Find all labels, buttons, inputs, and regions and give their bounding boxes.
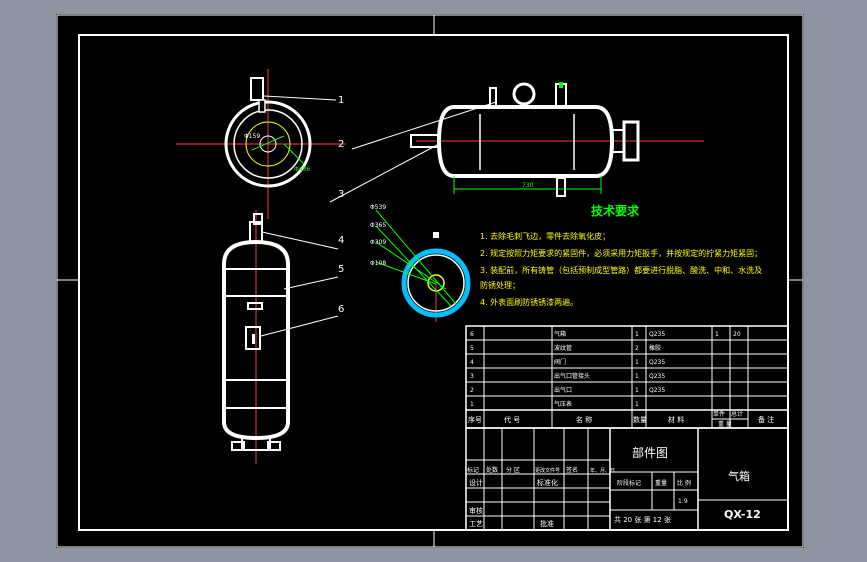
outer-frame — [56, 14, 804, 548]
bom-mat: 橡胶 — [649, 344, 661, 352]
dim-section-2: Φ309 — [370, 239, 386, 246]
dim-section-1: Φ365 — [370, 222, 386, 229]
bom-header-weight: 重 量 — [718, 420, 732, 428]
bom-no: 5 — [470, 345, 474, 352]
rev-zone: 分 区 — [506, 466, 520, 474]
bom-header-note: 备 注 — [758, 415, 774, 424]
standard-label: 标准化 — [537, 478, 558, 487]
dim-section-3: Φ108 — [370, 260, 386, 267]
tech-line-3: 3. 装配前，所有铸管（包括预制成型管路）都要进行脱脂、酸洗、中和、水洗及 — [480, 265, 762, 275]
rev-date: 年、月、日 — [590, 467, 615, 474]
bom-table — [465, 325, 789, 429]
tech-line-2: 2. 规定按照力矩要求的紧固件，必须采用力矩扳手，并按规定的拧紧力矩紧固； — [480, 248, 762, 258]
callout-1: 1 — [338, 95, 344, 106]
bom-w1: 1 — [715, 331, 719, 338]
bom-header-mat: 材 料 — [668, 415, 684, 424]
bom-name: 阀门 — [554, 358, 566, 366]
callout-5: 5 — [338, 264, 344, 275]
center-marks — [57, 15, 803, 547]
title-block-text: 部件图 气箱 QX-12 标记 处数 分 区 更改文件号 签名 年、月、日 设计… — [467, 445, 761, 528]
callout-3: 3 — [338, 189, 344, 200]
review-label: 审核 — [469, 506, 483, 515]
bom-header-name: 名 称 — [576, 415, 592, 424]
bom-qty: 1 — [635, 359, 639, 366]
drawing-number: QX-12 — [724, 508, 761, 521]
bom-name: 波纹管 — [554, 344, 572, 352]
bom-qty: 1 — [635, 387, 639, 394]
bom-name: 出气口 — [554, 386, 572, 394]
rev-count: 处数 — [486, 466, 498, 474]
bom-mat: Q235 — [649, 373, 665, 380]
bom-no: 1 — [470, 401, 474, 408]
dim-top-outer: Φ486 — [294, 166, 310, 173]
sheet-count: 共 20 张 第 12 张 — [614, 515, 671, 524]
callout-6: 6 — [338, 304, 344, 315]
bom-no: 6 — [470, 331, 474, 338]
bom-qty: 1 — [635, 373, 639, 380]
side-view — [410, 82, 704, 197]
front-view — [222, 210, 290, 464]
bom-header-qty: 数量 — [633, 415, 647, 424]
bom-mat: Q235 — [649, 359, 665, 366]
inner-frame — [78, 34, 789, 531]
bom-qty: 1 — [635, 331, 639, 338]
bom-header-total: 总计 — [731, 410, 743, 418]
bom-header-code: 代 号 — [504, 415, 520, 424]
bom-header-unit: 单件 — [713, 410, 725, 418]
weight-label: 重量 — [655, 479, 667, 487]
top-view — [176, 69, 346, 219]
bom-mat: Q235 — [649, 387, 665, 394]
bom-header-no: 序号 — [468, 415, 482, 424]
design-label: 设计 — [469, 478, 483, 487]
stage-label: 阶段标记 — [617, 479, 641, 487]
tech-title: 技术要求 — [591, 203, 640, 218]
bom-no: 2 — [470, 387, 474, 394]
bom-qty: 2 — [635, 345, 639, 352]
engineering-drawing: 1 2 3 4 5 6 Φ159 Φ486 730 Φ539 Φ365 Φ309… — [56, 14, 804, 548]
approve-label: 批准 — [540, 519, 554, 528]
rev-file: 更改文件号 — [535, 467, 560, 474]
bom-no: 3 — [470, 373, 474, 380]
bom-mat: Q235 — [649, 331, 665, 338]
part-label: 部件图 — [632, 445, 668, 460]
process-label: 工艺 — [469, 520, 483, 528]
tech-line-1: 1. 去除毛刺飞边，零件去除氧化皮； — [480, 231, 610, 241]
bom-no: 4 — [470, 359, 474, 366]
drawing-name: 气箱 — [728, 469, 750, 483]
bom-rows: 6 气箱 1 Q235 1 20 5 波纹管 2 橡胶 4 阀门 1 Q235 … — [470, 330, 741, 408]
bom-name: 气压表 — [554, 400, 572, 408]
rev-mark: 标记 — [467, 466, 479, 474]
dim-top-small: Φ159 — [244, 133, 260, 140]
rev-sign: 签名 — [566, 466, 578, 474]
dim-side-length: 730 — [522, 182, 534, 189]
bom-header: 序号 代 号 名 称 数量 材 料 单件 总计 重 量 备 注 — [468, 410, 774, 428]
callout-2: 2 — [338, 139, 344, 150]
dim-section-0: Φ539 — [370, 204, 386, 211]
callout-4: 4 — [338, 235, 344, 246]
drawing-canvas: 1 2 3 4 5 6 Φ159 Φ486 730 Φ539 Φ365 Φ309… — [56, 14, 804, 548]
scale-label: 比 例 — [677, 479, 691, 487]
bom-qty: 1 — [635, 401, 639, 408]
leader-lines — [260, 95, 497, 337]
bom-w2: 20 — [733, 331, 741, 338]
tech-line-5: 4. 外表面刷防锈锈漆两遍。 — [480, 297, 578, 307]
tech-line-4: 防锈处理； — [480, 280, 520, 290]
title-block — [465, 427, 789, 531]
bom-name: 出气口管接头 — [554, 372, 590, 380]
scale-value: 1:9 — [678, 498, 688, 505]
bom-name: 气箱 — [554, 330, 566, 338]
section-view — [375, 209, 471, 322]
